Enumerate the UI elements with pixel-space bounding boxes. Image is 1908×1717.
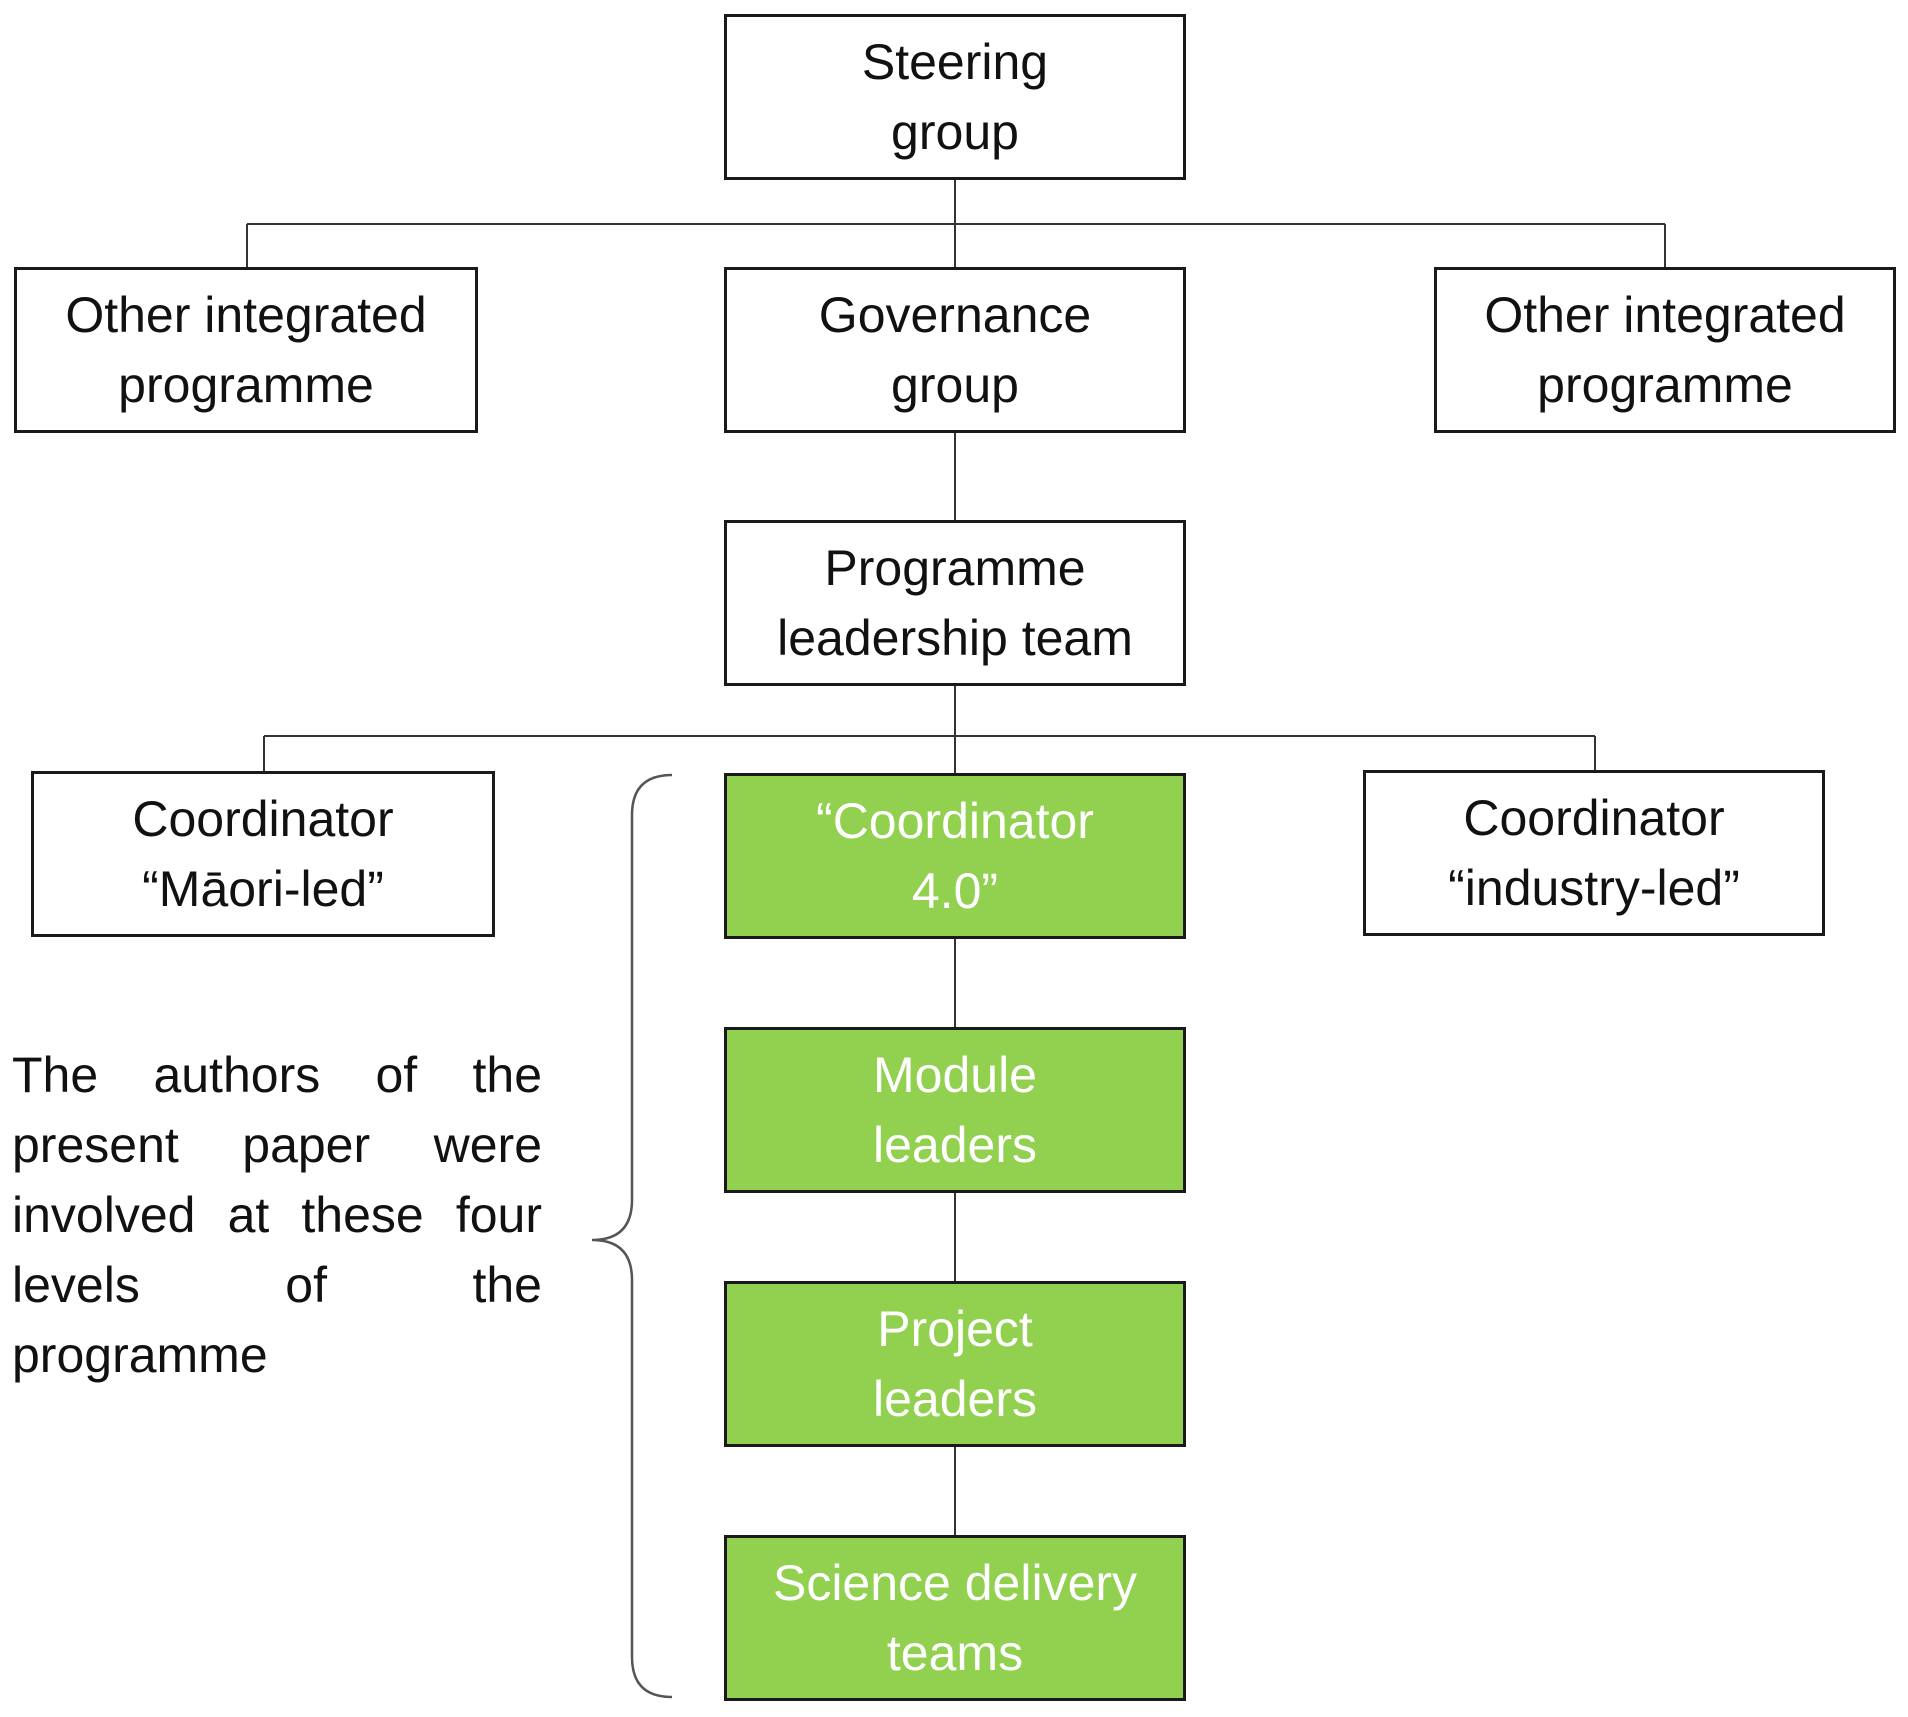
module-leaders-box: Module leaders <box>724 1027 1186 1193</box>
steering-group-box: Steering group <box>724 14 1186 180</box>
module-leaders-label: Module leaders <box>873 1047 1037 1173</box>
coordinator-industry-label: Coordinator “industry-led” <box>1448 790 1740 916</box>
project-leaders-box: Project leaders <box>724 1281 1186 1447</box>
other-programme-right-label: Other integrated programme <box>1484 287 1846 413</box>
curly-brace <box>591 773 673 1699</box>
coordinator-industry-box: Coordinator “industry-led” <box>1363 770 1825 936</box>
authors-note: The authors of the present paper were in… <box>12 1047 542 1383</box>
coordinator-4-0-label: “Coordinator 4.0” <box>816 793 1094 919</box>
science-delivery-label: Science delivery teams <box>772 1555 1138 1681</box>
science-delivery-box: Science delivery teams <box>724 1535 1186 1701</box>
coordinator-maori-box: Coordinator “Māori-led” <box>31 771 495 937</box>
governance-group-label: Governance group <box>818 287 1092 413</box>
coordinator-maori-label: Coordinator “Māori-led” <box>132 791 394 917</box>
coordinator-4-0-box: “Coordinator 4.0” <box>724 773 1186 939</box>
governance-group-box: Governance group <box>724 267 1186 433</box>
programme-leadership-label: Programme leadership team <box>777 540 1133 666</box>
other-programme-left-box: Other integrated programme <box>14 267 478 433</box>
project-leaders-label: Project leaders <box>873 1301 1037 1427</box>
steering-group-label: Steering group <box>861 34 1049 160</box>
other-programme-right-box: Other integrated programme <box>1434 267 1896 433</box>
programme-leadership-box: Programme leadership team <box>724 520 1186 686</box>
other-programme-left-label: Other integrated programme <box>65 287 427 413</box>
